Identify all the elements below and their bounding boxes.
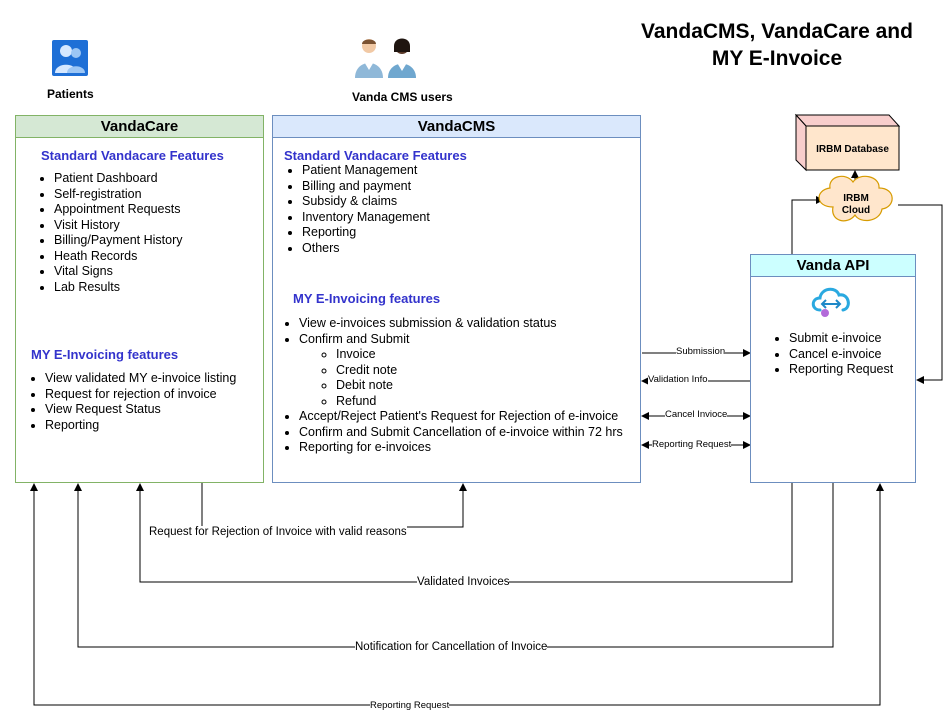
- title-line-1: VandaCMS, VandaCare and: [641, 20, 913, 43]
- vandacms-header: VandaCMS: [273, 116, 640, 138]
- patients-caption: Patients: [47, 87, 94, 101]
- irbm-cloud-shape: [818, 175, 893, 222]
- vandacms-box: VandaCMS: [272, 115, 641, 483]
- list-item: Billing/Payment History: [54, 233, 183, 249]
- sub-list-item: Debit note: [336, 378, 623, 394]
- list-item: Inventory Management: [302, 210, 430, 226]
- list-item: Self-registration: [54, 187, 183, 203]
- sub-list-item: Refund: [336, 394, 623, 410]
- irbm-cloud-label: IRBM Cloud: [828, 193, 884, 217]
- list-item: Reporting for e-invoices: [299, 440, 623, 456]
- validation-info-label: Validation Info: [648, 374, 708, 385]
- list-item: Reporting: [302, 225, 430, 241]
- list-item: Patient Management: [302, 163, 430, 179]
- vandacms-einv-title: MY E-Invoicing features: [293, 291, 441, 306]
- vandacms-standard-title: Standard Vandacare Features: [284, 148, 467, 163]
- patients-icon: [52, 40, 88, 76]
- cancel-invoice-label: Cancel Invioce: [665, 409, 728, 420]
- vandacms-standard-list: Patient Management Billing and payment S…: [282, 163, 430, 256]
- cancellation-notification-arrow: [74, 483, 834, 648]
- irbm-database-label: IRBM Database: [816, 144, 889, 155]
- sub-list-item: Credit note: [336, 363, 623, 379]
- list-item: Subsidy & claims: [302, 194, 430, 210]
- list-item: View Request Status: [45, 402, 236, 418]
- vandacare-box: VandaCare: [15, 115, 264, 483]
- vandacare-standard-title: Standard Vandacare Features: [41, 148, 224, 163]
- list-item: Billing and payment: [302, 179, 430, 195]
- irbm-cloud-line-1: IRBM: [843, 193, 869, 204]
- list-item: View validated MY e-invoice listing: [45, 371, 236, 387]
- api-to-cloud-arrow: [791, 196, 824, 254]
- title-line-2: MY E-Invoice: [711, 47, 843, 70]
- list-item: Submit e-invoice: [789, 331, 893, 347]
- vanda-api-list: Submit e-invoice Cancel e-invoice Report…: [769, 331, 893, 378]
- vanda-api-header: Vanda API: [751, 255, 915, 277]
- doctors-icon: [352, 36, 422, 78]
- list-item: Confirm and Submit Cancellation of e-inv…: [299, 425, 623, 441]
- list-item: Visit History: [54, 218, 183, 234]
- vandacare-einv-list: View validated MY e-invoice listing Requ…: [25, 371, 236, 433]
- cms-users-caption: Vanda CMS users: [352, 90, 453, 104]
- list-item: Appointment Requests: [54, 202, 183, 218]
- submission-label: Submission: [676, 346, 726, 357]
- reporting-request-bottom-label: Reporting Request: [370, 700, 450, 711]
- cloud-to-api-arrow: [898, 204, 943, 384]
- confirm-submit-sublist: Invoice Credit note Debit note Refund: [299, 347, 623, 409]
- reporting-request-bottom-arrow: [30, 483, 884, 706]
- list-item: Reporting Request: [789, 362, 893, 378]
- list-item: Vital Signs: [54, 264, 183, 280]
- list-item: Reporting: [45, 418, 236, 434]
- list-item: View e-invoices submission & validation …: [299, 316, 623, 332]
- cancellation-notification-label: Notification for Cancellation of Invoice: [355, 641, 548, 654]
- vandacare-einv-title: MY E-Invoicing features: [31, 347, 179, 362]
- list-item-label: Confirm and Submit: [299, 331, 410, 346]
- reporting-request-label-small: Reporting Request: [652, 439, 732, 450]
- list-item: Request for rejection of invoice: [45, 387, 236, 403]
- list-item: Patient Dashboard: [54, 171, 183, 187]
- list-item: Lab Results: [54, 280, 183, 296]
- list-item: Cancel e-invoice: [789, 347, 893, 363]
- vandacare-standard-list: Patient Dashboard Self-registration Appo…: [34, 171, 183, 295]
- diagram-title: VandaCMS, VandaCare and MY E-Invoice: [622, 18, 932, 72]
- irbm-database-shape: [794, 113, 901, 172]
- vandacare-header: VandaCare: [16, 116, 263, 138]
- sub-list-item: Invoice: [336, 347, 623, 363]
- vanda-api-box: Vanda API: [750, 254, 916, 483]
- validated-invoices-label: Validated Invoices: [417, 576, 510, 589]
- list-item: Accept/Reject Patient's Request for Reje…: [299, 409, 623, 425]
- cloud-api-icon: [808, 282, 854, 320]
- list-item: Others: [302, 241, 430, 257]
- irbm-cloud-line-2: Cloud: [841, 205, 871, 216]
- list-item: Heath Records: [54, 249, 183, 265]
- rejection-request-arrow: [201, 483, 467, 528]
- vandacms-einv-list: View e-invoices submission & validation …: [279, 316, 623, 456]
- list-item: Confirm and Submit Invoice Credit note D…: [299, 332, 623, 410]
- rejection-request-label: Request for Rejection of Invoice with va…: [149, 526, 407, 539]
